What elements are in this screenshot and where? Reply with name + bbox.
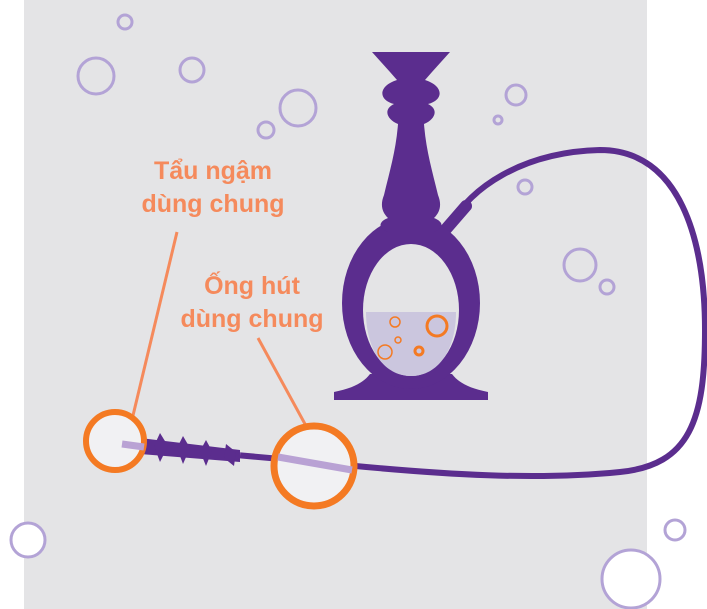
callout-shared-mouthpiece: Tẩu ngậm dùng chung (118, 155, 308, 221)
callout-shared-hose: Ống hút dùng chung (157, 270, 347, 336)
callout-mouthpiece-line2: dùng chung (118, 188, 308, 221)
callout-mouthpiece-line1: Tẩu ngậm (118, 155, 308, 188)
mouthpiece-highlight (86, 412, 144, 470)
callout-hose-line1: Ống hút (157, 270, 347, 303)
callout-hose-line2: dùng chung (157, 303, 347, 336)
hose-highlight (274, 426, 354, 506)
